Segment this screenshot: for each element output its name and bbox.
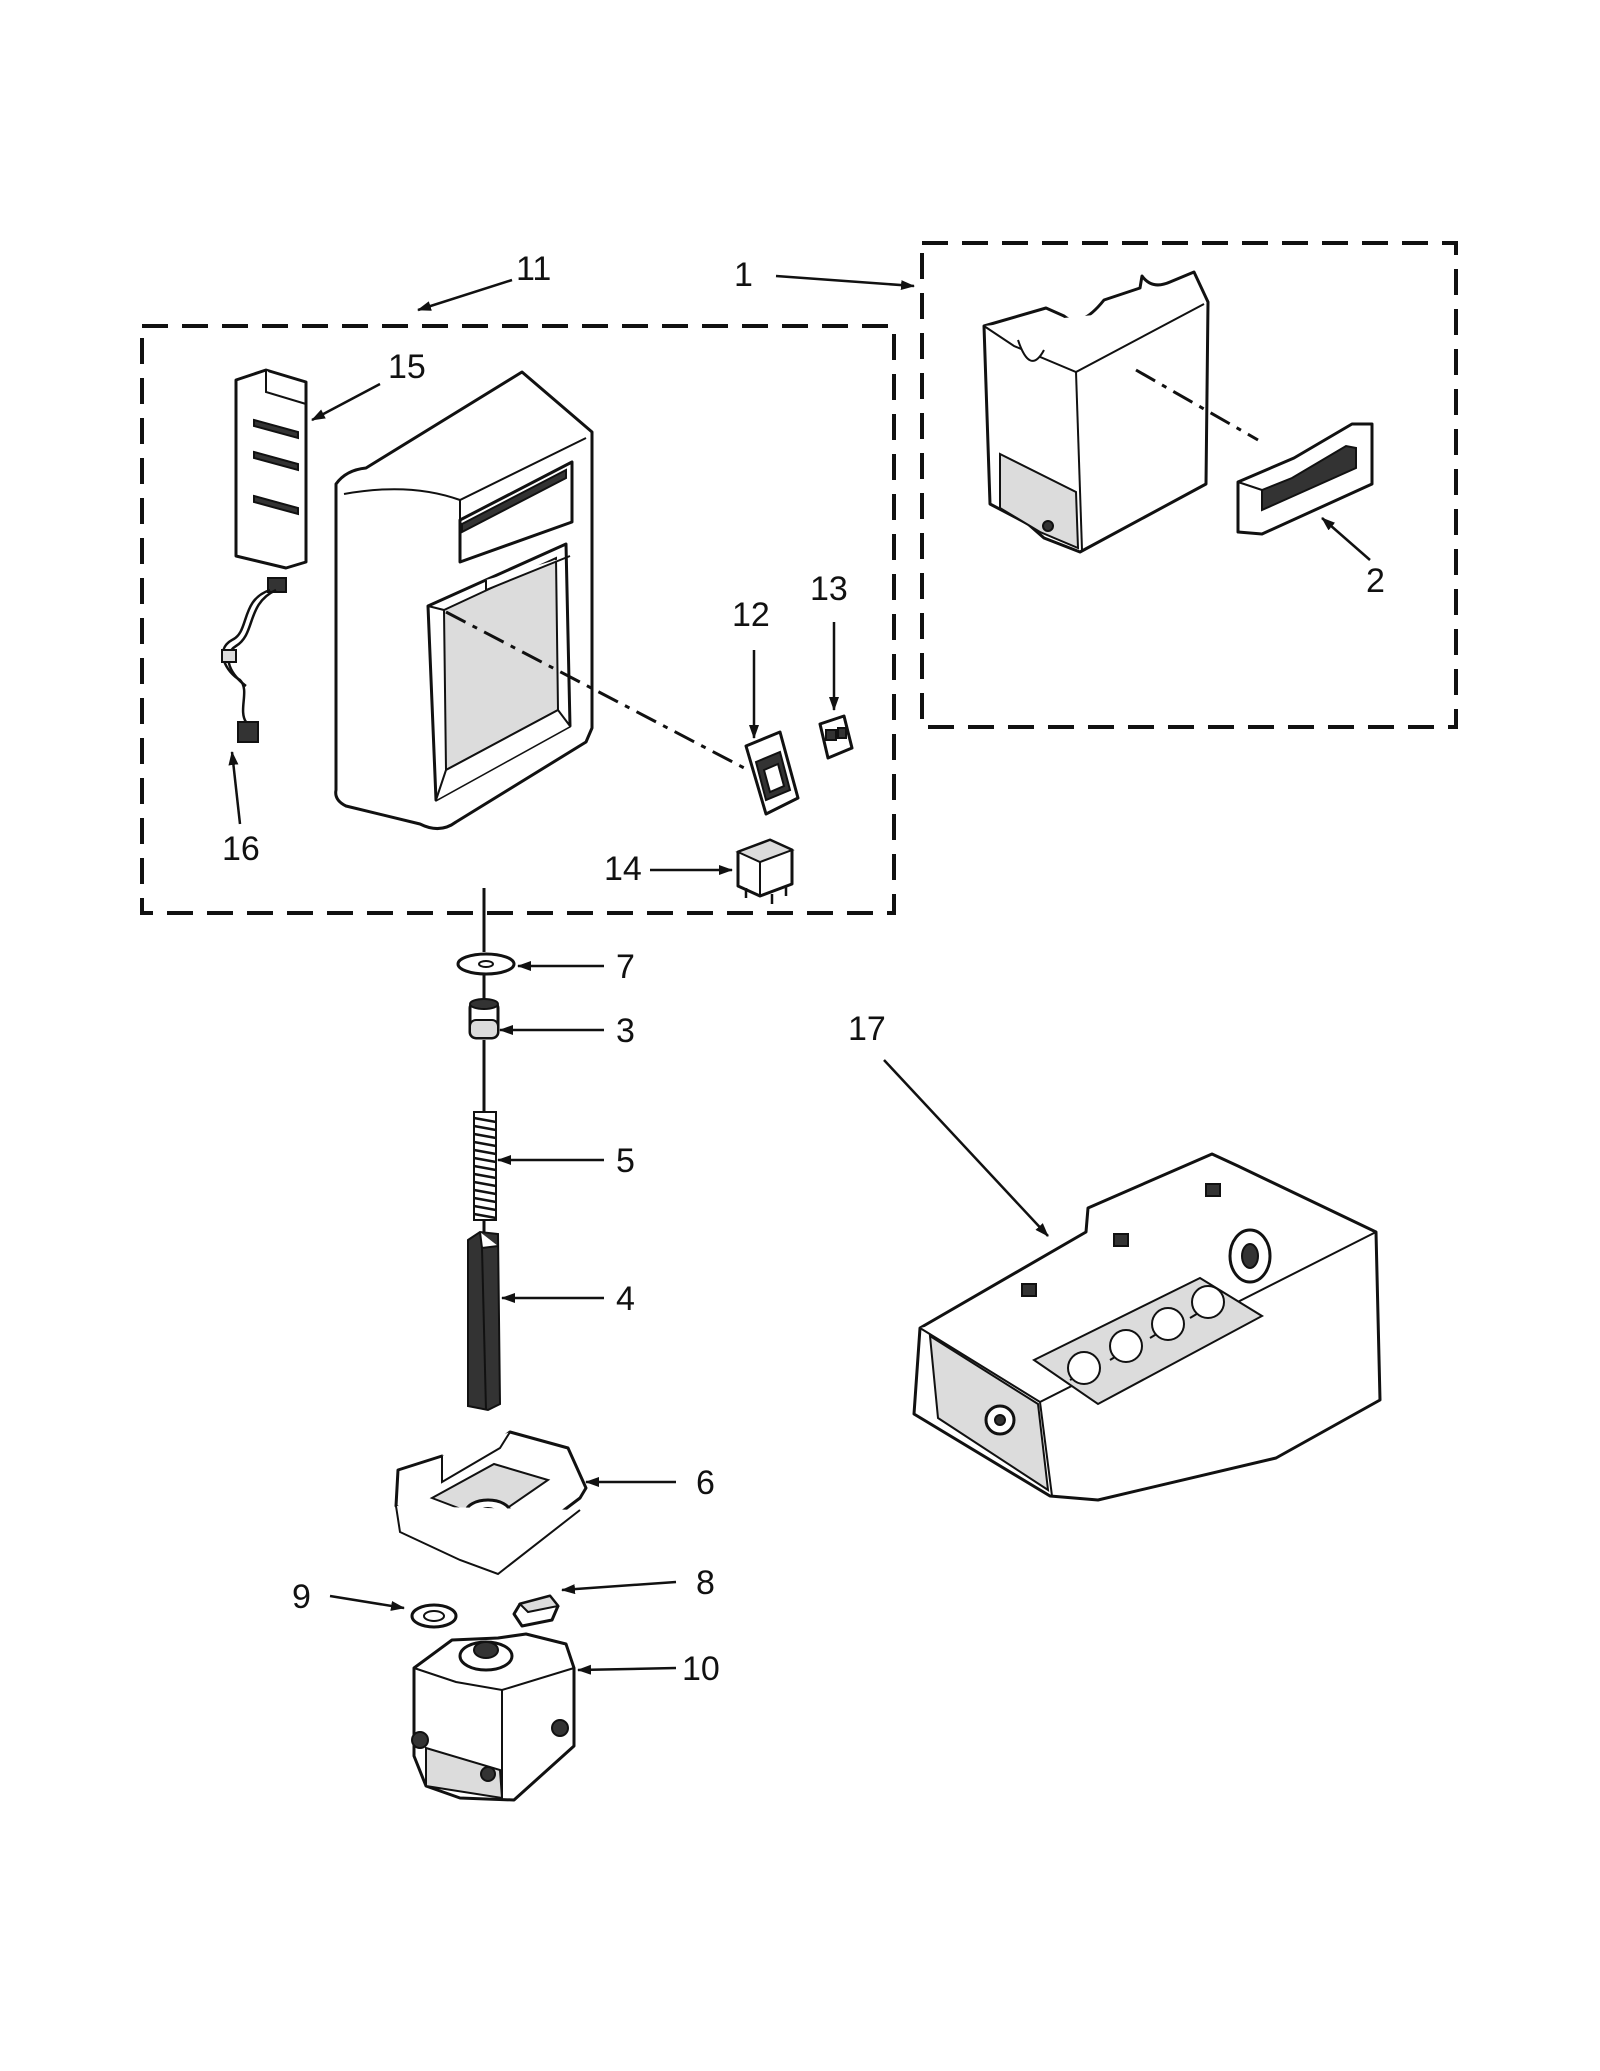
assembly-box-1 <box>920 241 1458 729</box>
callout-4: 4 <box>616 1280 635 1318</box>
callout-11: 11 <box>516 250 551 288</box>
ice-bucket-icon <box>982 270 1210 554</box>
leader-lines <box>228 274 1371 1675</box>
callout-5: 5 <box>616 1142 635 1180</box>
auger-motor-icon <box>411 1632 576 1802</box>
callout-8: 8 <box>696 1564 715 1602</box>
wire-harness-icon <box>221 577 287 743</box>
callout-2: 2 <box>1366 562 1385 600</box>
switch-bracket-icon <box>744 730 800 816</box>
housing-assembly-icon <box>334 370 594 830</box>
callout-12: 12 <box>732 596 770 634</box>
cover-panel-icon <box>234 368 308 570</box>
callout-13: 13 <box>810 570 848 608</box>
coupler-icon <box>468 998 500 1040</box>
washer-icon <box>410 1603 458 1629</box>
callout-7: 7 <box>616 948 635 986</box>
washer-icon <box>456 952 516 976</box>
bushing-icon <box>512 1594 560 1628</box>
callout-10: 10 <box>682 1650 720 1688</box>
relay-icon <box>735 838 795 904</box>
callout-16: 16 <box>222 830 260 868</box>
callout-14: 14 <box>604 850 642 888</box>
switch-icon <box>818 714 854 760</box>
callout-1: 1 <box>734 256 753 294</box>
auger-shaft-icon <box>467 1230 502 1412</box>
alignment-line-12 <box>445 610 749 772</box>
callout-3: 3 <box>616 1012 635 1050</box>
motor-bracket-icon <box>394 1430 588 1576</box>
alignment-line-2 <box>1135 368 1259 442</box>
icemaker-icon <box>912 1152 1382 1502</box>
bucket-handle-icon <box>1236 422 1374 536</box>
assembly-box-11 <box>140 324 896 915</box>
callout-15: 15 <box>388 348 426 386</box>
callout-9: 9 <box>292 1578 311 1616</box>
callout-6: 6 <box>696 1464 715 1502</box>
callout-17: 17 <box>848 1010 886 1048</box>
spring-icon <box>473 1111 497 1221</box>
